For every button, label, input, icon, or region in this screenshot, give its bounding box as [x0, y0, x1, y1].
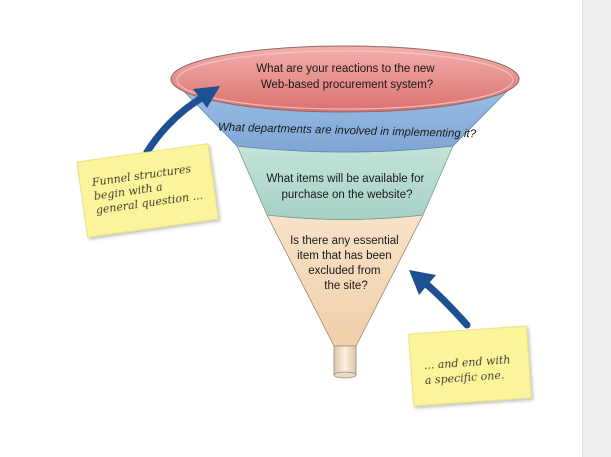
funnel-body [170, 45, 521, 379]
right-note-text: ... and end with a specific one. [423, 353, 515, 387]
question-1-line-2: Web-based procurement system? [261, 79, 433, 91]
question-4: Is there any essential item that has bee… [290, 235, 402, 292]
funnel-spout-opening [333, 371, 357, 379]
question-1-line-1: What are your reactions to the new [256, 63, 435, 75]
funnel-rim [170, 45, 520, 113]
question-1: What are your reactions to the new Web-b… [256, 63, 438, 91]
right-note-line-1: ... and end with [423, 353, 510, 372]
question-4-line-1: Is there any essential [290, 235, 399, 247]
question-3-line-1: What items will be available for [266, 173, 424, 185]
left-sticky-note: Funnel structures begin with a general q… [76, 143, 219, 238]
question-3-line-2: purchase on the website? [281, 189, 412, 201]
left-arrow [143, 86, 220, 156]
question-4-line-4: the site? [324, 280, 367, 292]
funnel-rim-inner [176, 50, 514, 110]
question-4-line-3: excluded from [308, 265, 380, 277]
question-4-line-2: item that has been [297, 250, 392, 262]
funnel-questions: What are your reactions to the new Web-b… [218, 63, 477, 292]
right-note-line-2: a specific one. [424, 369, 504, 388]
right-arrow [409, 270, 471, 329]
question-3: What items will be available for purchas… [266, 173, 427, 201]
right-gutter [582, 0, 611, 457]
right-sticky-note: ... and end with a specific one. [408, 325, 532, 407]
